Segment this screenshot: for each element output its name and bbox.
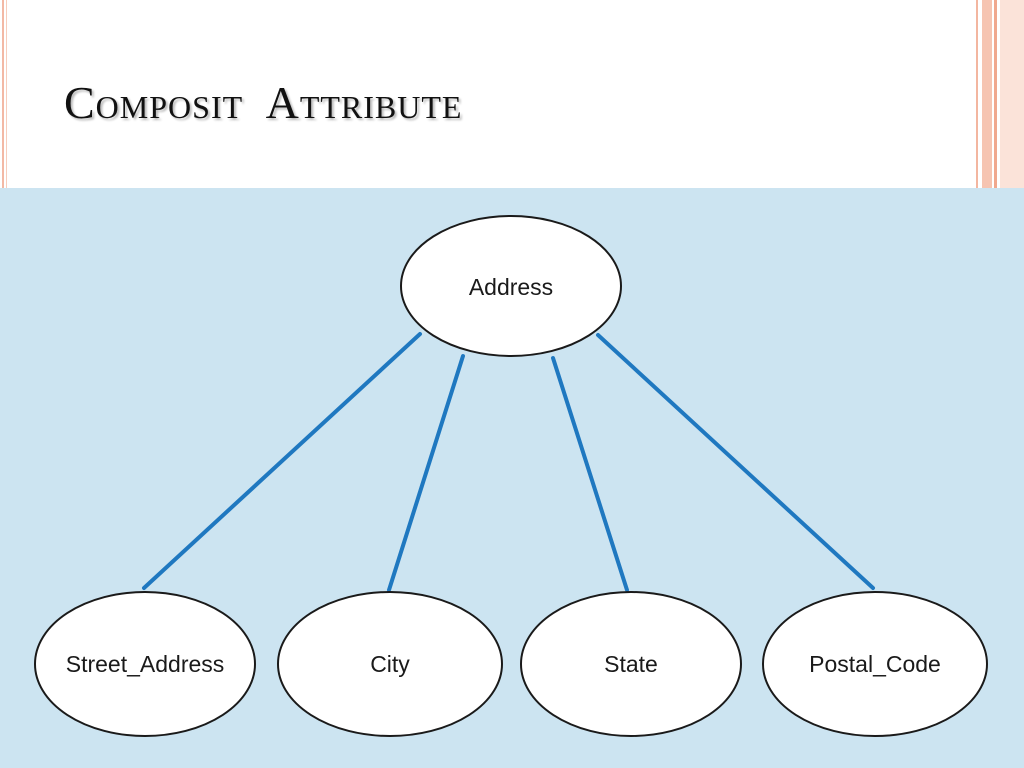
node-city-shape [277, 591, 503, 737]
node-state-label: State [604, 651, 658, 677]
node-city-label: City [370, 651, 410, 677]
composite-attribute-diagram: Address Street_Address City State Postal… [34, 215, 988, 737]
node-postal-code-shape [762, 591, 988, 737]
node-city: City [277, 591, 503, 737]
node-state: State [520, 591, 742, 737]
node-address-label: Address [469, 274, 553, 300]
node-address-shape [400, 215, 622, 357]
connector-address-state [551, 356, 629, 592]
diagram-panel: Address Street_Address City State Postal… [0, 188, 1024, 768]
slide-title: Composit Attribute [64, 77, 463, 128]
node-street-address: Street_Address [34, 591, 256, 737]
node-street-address-shape [34, 591, 256, 737]
connector-address-city [387, 354, 465, 592]
node-postal-code: Postal_Code [762, 591, 988, 737]
connector-address-postal-code [596, 333, 875, 590]
node-postal-code-label: Postal_Code [809, 651, 941, 677]
node-address: Address [400, 215, 622, 357]
node-state-shape [520, 591, 742, 737]
connector-address-street-address [142, 332, 422, 590]
node-street-address-label: Street_Address [66, 651, 225, 677]
